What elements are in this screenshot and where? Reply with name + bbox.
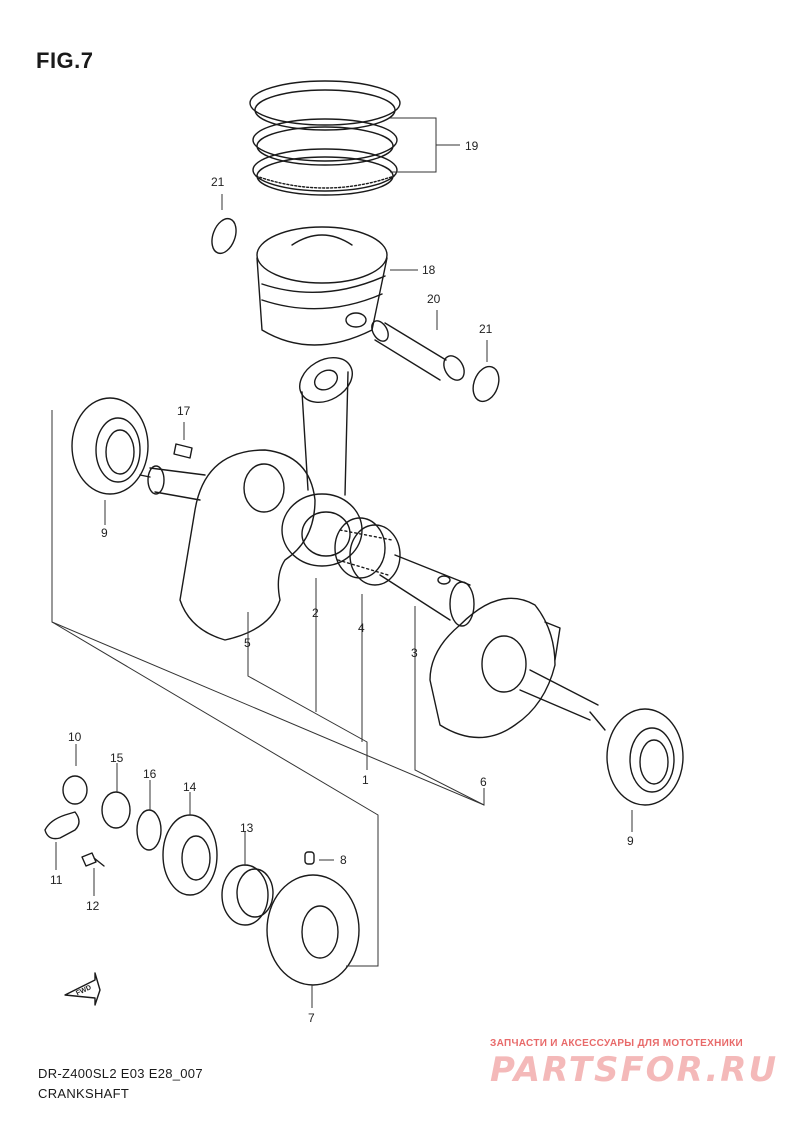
callout-19: 19 [465,139,479,153]
callout-18: 18 [422,263,436,277]
callout-9-left: 9 [101,526,108,540]
watermark-brand: PARTSFOR.RU [490,1050,779,1090]
callout-4: 4 [358,621,365,635]
connecting-rod-part[interactable] [281,349,363,567]
callout-6: 6 [480,775,487,789]
callout-8: 8 [340,853,347,867]
key-part[interactable] [173,443,193,459]
washer-part[interactable] [136,809,162,851]
piston-rings-part[interactable] [249,80,401,196]
piston-part[interactable] [256,226,388,346]
plate-part[interactable] [44,811,80,840]
circlip-part-lower[interactable] [469,363,504,405]
callout-14: 14 [183,780,197,794]
circlip-part-upper[interactable] [208,215,241,256]
callout-5: 5 [244,636,251,650]
callout-13: 13 [240,821,254,835]
dowel-pin-part[interactable] [304,851,315,865]
callout-3: 3 [411,646,418,660]
callout-21-upper: 21 [211,175,225,189]
model-code: DR-Z400SL2 E03 E28_007 [38,1066,203,1081]
callout-1: 1 [362,773,369,787]
callout-11: 11 [50,873,63,887]
fwd-arrow-icon [64,972,101,1006]
watermark-tagline: ЗАПЧАСТИ И АКСЕССУАРЫ ДЛЯ МОТОТЕХНИКИ [490,1038,743,1049]
callout-9-right: 9 [627,834,634,848]
spacer-part[interactable] [101,791,131,829]
fwd-label: FWD [75,984,92,997]
callout-labels: 19 21 18 20 21 17 9 2 5 4 3 1 6 9 10 15 … [50,139,634,1025]
leader-lines [51,117,633,1008]
right-crank-part[interactable] [429,597,606,739]
gear-part-13[interactable] [221,864,274,926]
callout-21-lower: 21 [479,322,493,336]
callout-10: 10 [68,730,82,744]
screw-part[interactable] [81,852,105,867]
left-crank-part[interactable] [139,449,316,641]
callout-12: 12 [86,899,100,913]
piston-pin-part[interactable] [368,318,468,384]
crank-pin-part[interactable] [379,554,475,627]
figure-title: FIG.7 [36,48,94,73]
gear-part-large[interactable] [266,874,360,986]
callout-17: 17 [177,404,191,418]
callout-15: 15 [110,751,124,765]
bushing-part[interactable] [62,775,88,805]
bearing-part-right[interactable] [606,708,684,806]
callout-20: 20 [427,292,441,306]
callout-16: 16 [143,767,157,781]
section-name: CRANKSHAFT [38,1086,130,1101]
needle-bearing-part[interactable] [334,517,401,586]
gear-part-small[interactable] [162,814,218,896]
callout-7: 7 [308,1011,315,1025]
callout-2: 2 [312,606,319,620]
bearing-part-left[interactable] [71,397,149,495]
